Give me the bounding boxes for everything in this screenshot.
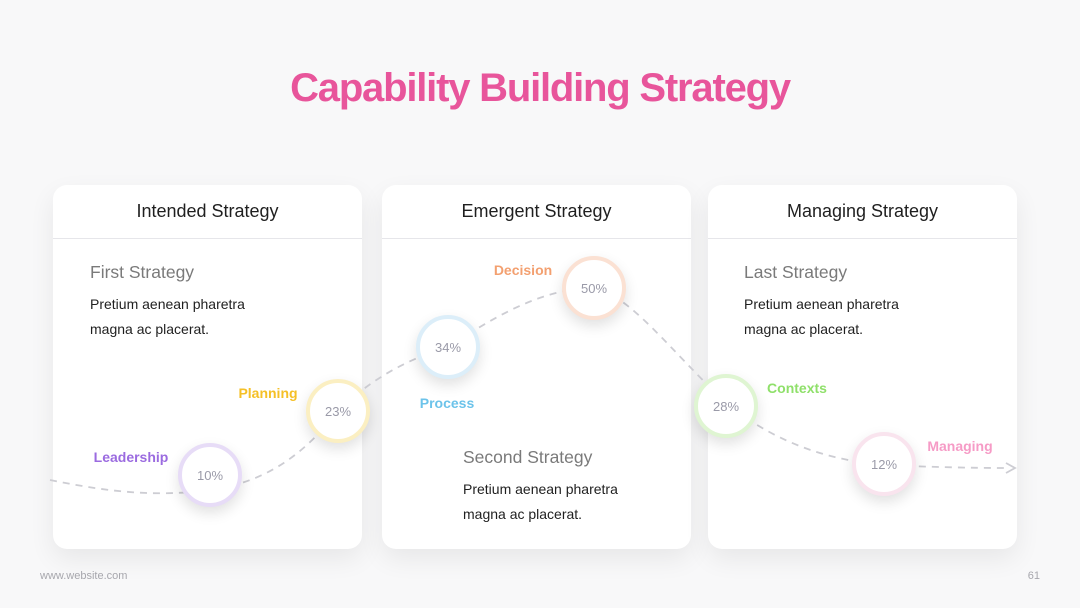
- block-title: Last Strategy: [744, 262, 848, 282]
- step-bubble-contexts: 28%: [694, 374, 758, 438]
- step-bubble-process: 34%: [416, 315, 480, 379]
- block-title: First Strategy: [90, 262, 195, 282]
- block-text: Pretium aenean pharetra magna ac placera…: [463, 481, 618, 522]
- last-strategy-block: Last Strategy Pretium aenean pharetra ma…: [744, 262, 934, 342]
- card-heading: Managing Strategy: [708, 185, 1017, 239]
- first-strategy-block: First Strategy Pretium aenean pharetra m…: [90, 262, 280, 342]
- page-title: Capability Building Strategy: [290, 66, 791, 110]
- card-heading: Emergent Strategy: [382, 185, 691, 239]
- second-strategy-block: Second Strategy Pretium aenean pharetra …: [463, 447, 653, 527]
- block-title: Second Strategy: [463, 447, 593, 467]
- step-label-process: Process: [419, 395, 475, 411]
- page-number: 61: [1027, 570, 1040, 582]
- block-text: Pretium aenean pharetra magna ac placera…: [90, 296, 245, 337]
- block-text: Pretium aenean pharetra magna ac placera…: [744, 296, 899, 337]
- step-label-leadership: Leadership: [93, 449, 169, 465]
- step-bubble-planning: 23%: [306, 379, 370, 443]
- step-label-planning: Planning: [238, 385, 298, 401]
- card-heading: Intended Strategy: [53, 185, 362, 239]
- step-bubble-decision: 50%: [562, 256, 626, 320]
- card-managing-strategy: Managing Strategy: [708, 185, 1017, 549]
- step-bubble-leadership: 10%: [178, 443, 242, 507]
- step-label-managing: Managing: [927, 438, 993, 454]
- step-label-decision: Decision: [493, 262, 553, 278]
- footer-website[interactable]: www.website.com: [40, 570, 128, 582]
- step-label-contexts: Contexts: [767, 380, 827, 396]
- step-bubble-managing: 12%: [852, 432, 916, 496]
